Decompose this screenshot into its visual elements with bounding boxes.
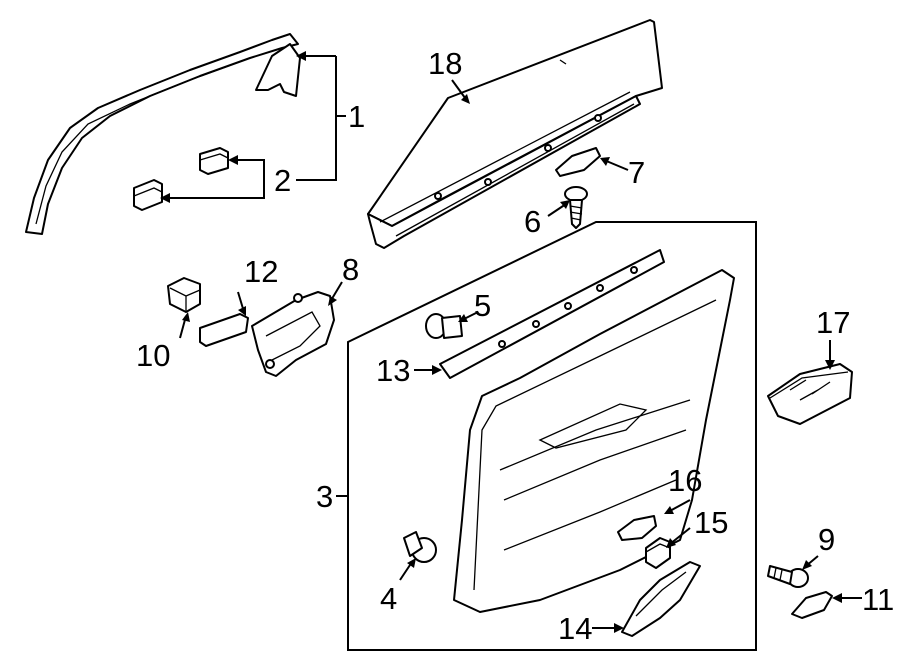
part-5-fastener bbox=[425, 313, 463, 339]
callout-5: 5 bbox=[474, 288, 492, 323]
callout-18: 18 bbox=[428, 46, 463, 81]
part-14-handle-cover bbox=[621, 561, 701, 637]
part-15-switch bbox=[645, 537, 671, 569]
callout-2: 2 bbox=[274, 163, 292, 198]
callout-10: 10 bbox=[136, 338, 171, 373]
callout-11: 11 bbox=[862, 582, 895, 617]
part-13-weatherstrip bbox=[439, 249, 665, 379]
callout-4: 4 bbox=[380, 581, 398, 616]
callout-7: 7 bbox=[628, 155, 646, 190]
part-2-clips bbox=[133, 147, 229, 211]
part-18-glass-channel bbox=[367, 19, 663, 249]
callout-14: 14 bbox=[558, 611, 593, 646]
part-4-clip bbox=[403, 531, 437, 563]
part-7-cap bbox=[555, 147, 601, 177]
part-16-pad bbox=[617, 515, 657, 541]
part-10-clip bbox=[167, 277, 201, 313]
part-9-screw bbox=[767, 565, 809, 588]
part-1-window-molding bbox=[25, 33, 301, 235]
callout-16: 16 bbox=[668, 463, 703, 498]
part-3-group-box bbox=[347, 221, 757, 651]
callout-12: 12 bbox=[244, 254, 279, 289]
callout-6: 6 bbox=[524, 204, 542, 239]
callout-8: 8 bbox=[342, 252, 360, 287]
part-17-window-switch bbox=[767, 363, 853, 425]
part-12-clip bbox=[199, 313, 249, 347]
part-3-door-trim-panel bbox=[453, 269, 735, 613]
callout-1: 1 bbox=[348, 99, 366, 134]
callout-9: 9 bbox=[818, 522, 836, 557]
callout-3: 3 bbox=[316, 479, 334, 514]
leader-lines bbox=[160, 51, 862, 633]
callout-17: 17 bbox=[816, 305, 851, 340]
part-8-handle-bracket bbox=[251, 291, 335, 377]
callout-13: 13 bbox=[376, 353, 411, 388]
callout-15: 15 bbox=[694, 505, 729, 540]
part-11-pad bbox=[791, 591, 833, 619]
part-6-screw bbox=[564, 186, 588, 229]
